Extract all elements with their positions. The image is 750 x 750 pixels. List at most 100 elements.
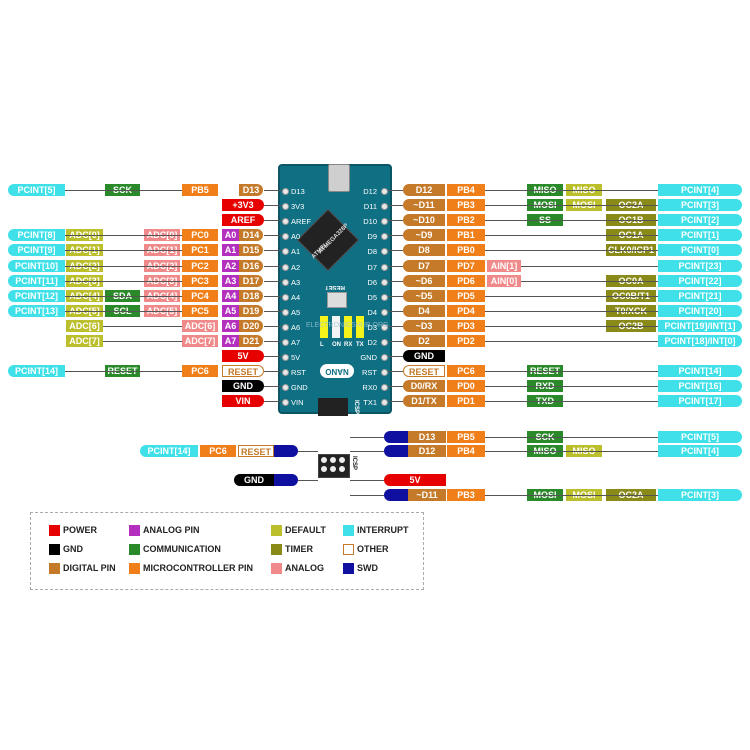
connector-line xyxy=(65,190,182,191)
pin-hole xyxy=(381,278,388,286)
board-pin-label: GND xyxy=(291,383,308,393)
board-pin-label: A1 xyxy=(291,247,301,257)
pin-hole xyxy=(381,339,388,346)
digital-pin-label: D0/RX xyxy=(403,380,445,393)
reset-button[interactable] xyxy=(327,292,347,308)
board-pin-label: D10 xyxy=(363,217,377,227)
analog-pin-label: A4 xyxy=(222,289,239,302)
board-icsp-label: ICSP xyxy=(353,400,359,415)
interrupt-label: PCINT[13] xyxy=(8,304,65,317)
legend-swatch-digital xyxy=(49,563,60,574)
board-pin-label: GND xyxy=(360,353,377,363)
digital-pin-label: ~D9 xyxy=(403,229,445,242)
micro-pin-label: PD5 xyxy=(447,289,485,302)
swd-marker xyxy=(384,445,408,457)
micro-pin-label: PC0 xyxy=(182,229,218,242)
interrupt-label: PCINT[19]/INT[1] xyxy=(658,319,742,332)
digital-pin-label: D4 xyxy=(403,304,445,317)
digital-pin-label: ~D3 xyxy=(403,319,445,332)
legend-label: ANALOG xyxy=(285,563,324,573)
connector-line xyxy=(388,295,403,297)
analog-pin-label: A3 xyxy=(222,274,239,287)
digital-pin-label: D12 xyxy=(408,445,446,457)
connector-line xyxy=(485,495,658,496)
gnd-label: GND xyxy=(234,474,274,486)
power-label: VIN xyxy=(222,395,264,408)
led-label: TX xyxy=(356,342,364,348)
pin-hole xyxy=(381,188,388,195)
micro-pin-label: PB4 xyxy=(447,445,485,457)
connector-line xyxy=(65,280,182,282)
board-pin-label: A6 xyxy=(291,322,301,332)
connector-line xyxy=(388,220,403,222)
micro-pin-label: PD6 xyxy=(447,274,485,287)
other-label: RESET xyxy=(238,445,274,457)
digital-pin-label: ~D11 xyxy=(403,199,445,212)
interrupt-label: PCINT[5] xyxy=(8,184,65,196)
connector-line xyxy=(485,295,658,297)
connector-line xyxy=(388,356,403,358)
interrupt-label: PCINT[14] xyxy=(8,365,65,378)
connector-line xyxy=(485,220,658,222)
analog-pin-label: A1 xyxy=(222,244,239,257)
board-pin-label: A3 xyxy=(291,277,301,287)
pin-hole xyxy=(381,308,388,316)
interrupt-label: PCINT[11] xyxy=(8,274,65,287)
board-pin-label: A0 xyxy=(291,232,301,242)
connector-line xyxy=(103,325,182,327)
connector-line xyxy=(264,401,282,403)
pin-hole xyxy=(282,308,289,316)
pin-hole xyxy=(282,188,289,195)
connector-line xyxy=(264,341,282,342)
pin-hole xyxy=(381,369,388,377)
default-label: ADC[6] xyxy=(66,319,103,332)
connector-line xyxy=(388,250,403,252)
led-on xyxy=(332,316,340,338)
pin-hole xyxy=(381,203,388,211)
board-pin-label: D3 xyxy=(367,322,377,332)
connector-line xyxy=(388,235,403,237)
legend-label: DIGITAL PIN xyxy=(63,563,116,573)
interrupt-label: PCINT[0] xyxy=(658,244,742,257)
nano-badge: NANO xyxy=(320,364,354,378)
default-label: ADC[7] xyxy=(66,335,103,347)
board-pin-label: RST xyxy=(362,368,377,378)
analog-label: AIN[1] xyxy=(487,259,521,272)
connector-line xyxy=(485,205,658,207)
digital-pin-label: D17 xyxy=(239,274,263,287)
legend-label: INTERRUPT xyxy=(357,525,409,535)
legend-label: MICROCONTROLLER PIN xyxy=(143,563,253,573)
interrupt-label: PCINT[3] xyxy=(658,199,742,212)
legend-label: COMMUNICATION xyxy=(143,544,221,554)
legend-label: POWER xyxy=(63,525,98,535)
micro-pin-label: PD1 xyxy=(447,395,485,408)
pin-hole xyxy=(381,218,388,226)
board-icsp-header xyxy=(318,398,348,416)
digital-pin-label: D13 xyxy=(408,431,446,443)
analog-pin-label: A5 xyxy=(222,304,239,317)
board-pin-label: VIN xyxy=(291,398,304,408)
interrupt-label: PCINT[10] xyxy=(8,259,65,272)
connector-line xyxy=(485,437,658,438)
pin-hole xyxy=(282,293,289,301)
digital-pin-label: D1/TX xyxy=(403,395,445,408)
micro-pin-label: PC6 xyxy=(200,445,236,457)
board-pin-label: A2 xyxy=(291,262,301,272)
connector-line xyxy=(485,235,658,237)
analog-pin-label: A0 xyxy=(222,229,239,242)
legend-label: GND xyxy=(63,544,83,554)
connector-line xyxy=(485,451,658,452)
board-pin-label: D11 xyxy=(363,202,377,212)
led-rx xyxy=(344,316,352,338)
pin-hole xyxy=(381,248,388,256)
swd-marker xyxy=(384,489,408,501)
board-pin-label: D2 xyxy=(367,338,377,347)
swd-marker xyxy=(274,474,298,486)
board-pin-label: D5 xyxy=(367,292,377,302)
connector-line xyxy=(388,310,403,312)
interrupt-label: PCINT[17] xyxy=(658,395,742,408)
connector-line xyxy=(264,295,282,297)
legend-swatch-communication xyxy=(129,544,140,555)
led-tx xyxy=(356,316,364,338)
board-pin-label: 5V xyxy=(291,353,301,363)
